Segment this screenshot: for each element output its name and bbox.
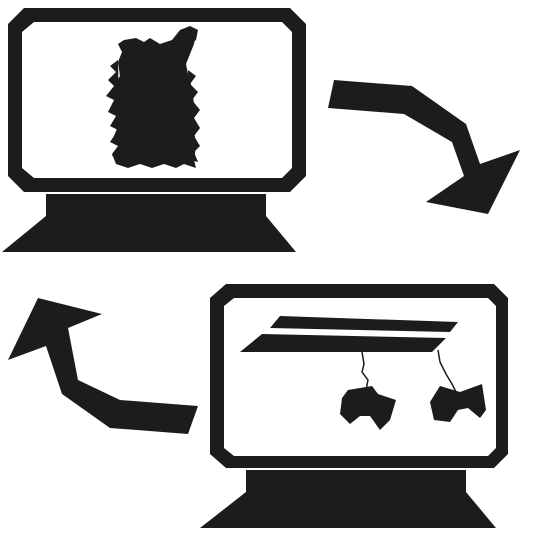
bottom-monitor-bezel xyxy=(210,284,508,468)
bottom-monitor xyxy=(200,284,508,528)
ceiling-bar-bottom-icon xyxy=(240,334,446,352)
dog-silhouette-icon xyxy=(112,32,196,168)
device-left-icon xyxy=(340,386,396,430)
device-right-icon xyxy=(430,384,486,422)
bottom-monitor-stand xyxy=(200,470,496,528)
dog-ear-icon xyxy=(172,26,198,46)
arrow-right-down-icon xyxy=(328,80,520,214)
wire-right-icon xyxy=(437,349,457,393)
dog-fur-left-icon xyxy=(106,60,120,158)
ceiling-bar-top-icon xyxy=(270,316,458,332)
wire-left-icon xyxy=(361,351,369,391)
top-monitor xyxy=(2,8,306,252)
arrow-left-up-icon xyxy=(8,298,198,434)
dog-fur-right-icon xyxy=(188,70,200,162)
top-monitor-stand xyxy=(2,194,296,252)
